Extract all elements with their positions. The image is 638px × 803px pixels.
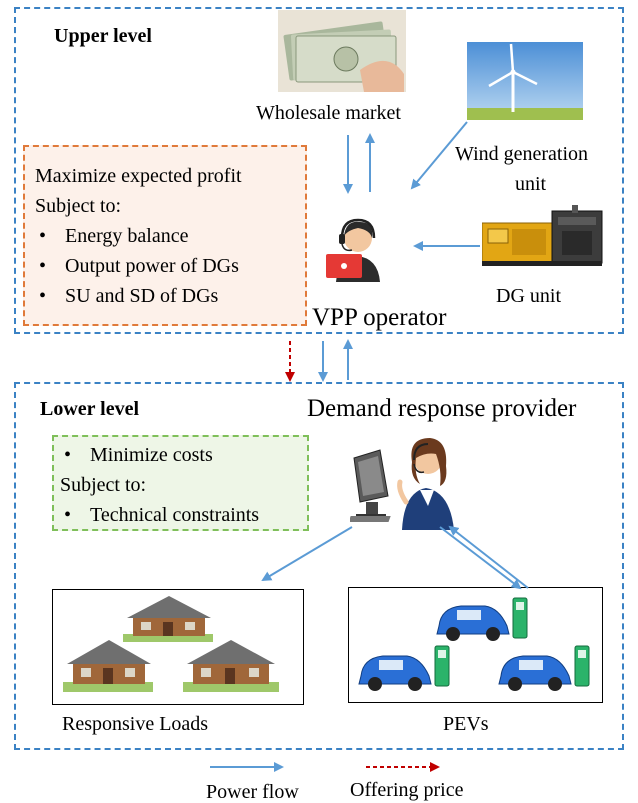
lower-level-box [14,382,624,750]
lower-objective-subject: Subject to: [60,474,147,496]
responsive-loads-box [52,589,304,705]
wind-turbine-image [467,42,583,120]
upper-level-box [14,7,624,334]
upper-objective-box: Maximize expected profit Subject to: Ene… [23,145,307,326]
responsive-loads-label: Responsive Loads [62,713,209,735]
money-image [278,10,406,92]
houses-image [63,596,279,692]
vpp-operator-icon [322,208,392,282]
wholesale-market-label: Wholesale market [256,102,401,124]
objective-line-maximize: Maximize expected profit [35,165,242,187]
arrow-provider-to-loads [261,526,353,582]
constraint-su-sd: SU and SD of DGs [35,281,305,311]
upper-level-title: Upper level [54,25,152,47]
objective-minimize-costs: Minimize costs [60,440,307,470]
arrow-wind-to-vpp [410,121,468,190]
lower-level-title: Lower level [40,398,140,420]
dg-generator-image [481,205,604,267]
lower-objective-box: Minimize costs Subject to: Technical con… [52,435,309,531]
pevs-box [348,587,603,703]
arrow-pevs-to-provider [448,525,529,589]
demand-response-provider-label: Demand response provider [307,395,577,422]
wind-label-line1: Wind generation [455,143,589,165]
arrow-provider-to-pevs [439,526,522,590]
pevs-image [358,597,590,691]
constraint-technical: Technical constraints [60,500,307,530]
constraint-energy-balance: Energy balance [35,221,305,251]
legend-power-flow-label: Power flow [206,781,299,803]
legend-offering-price-label: Offering price [350,779,464,801]
wind-label-line2: unit [515,173,547,195]
objective-line-subject: Subject to: [35,195,122,217]
constraint-output-power: Output power of DGs [35,251,305,281]
demand-response-provider-icon [348,430,460,530]
vpp-operator-label: VPP operator [312,304,447,331]
dg-unit-label: DG unit [496,285,561,307]
pevs-label: PEVs [443,713,489,735]
